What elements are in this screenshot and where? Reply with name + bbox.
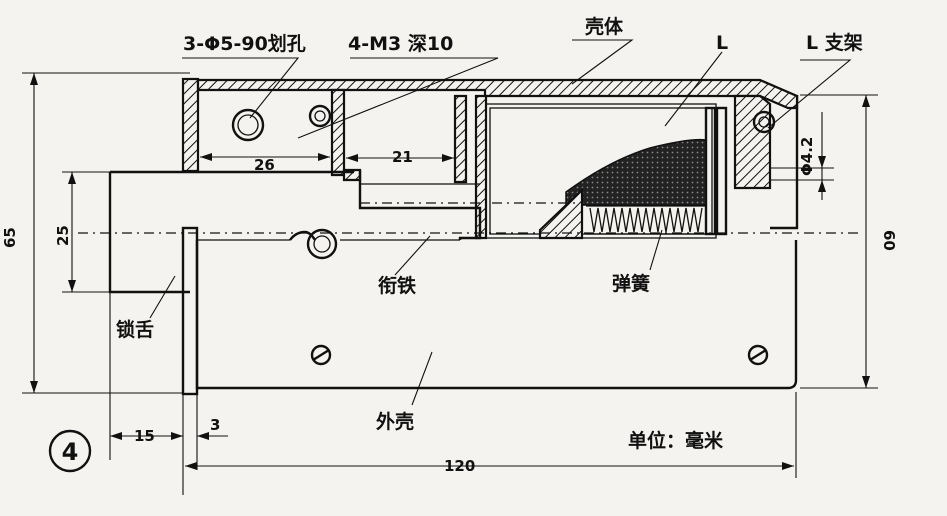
dim-15: 15	[134, 427, 155, 445]
coil-winding	[565, 138, 707, 206]
leader-lines	[149, 39, 852, 406]
label-coil: L	[716, 32, 728, 54]
shell-body	[181, 77, 799, 240]
label-armature: 衔铁	[378, 274, 416, 297]
dim-120: 120	[444, 457, 475, 475]
tapped-hole-right	[752, 110, 776, 134]
dim-21: 21	[392, 148, 413, 166]
coil-body	[485, 103, 728, 239]
dim-phi-4-2: Φ4.2	[798, 137, 816, 176]
tapped-hole-top	[308, 104, 332, 128]
screw-right	[747, 344, 769, 366]
label-bolt: 锁舌	[116, 318, 154, 341]
mount-hole	[231, 108, 265, 142]
svg-text:4: 4	[62, 438, 79, 466]
dim-26: 26	[254, 156, 275, 174]
dim-25: 25	[54, 225, 72, 246]
spring	[586, 205, 706, 235]
figure-number: 4	[48, 429, 92, 473]
screw-left	[310, 344, 332, 366]
armature	[289, 170, 584, 260]
outer-shell	[195, 95, 799, 390]
dimension-lines	[22, 72, 878, 495]
label-coil-bracket: L 支架	[806, 32, 863, 54]
bolt	[108, 170, 354, 396]
label-spring: 弹簧	[612, 272, 650, 295]
label-tapped: 4-M3 深10	[348, 32, 453, 55]
label-shell-body: 壳体	[584, 15, 624, 38]
dim-60: 60	[880, 230, 898, 251]
label-unit: 单位：毫米	[628, 429, 724, 452]
dim-65: 65	[1, 227, 19, 248]
label-outer-shell: 外壳	[376, 410, 414, 433]
label-holes: 3-Φ5-90划孔	[183, 32, 306, 55]
dim-3: 3	[210, 416, 220, 434]
